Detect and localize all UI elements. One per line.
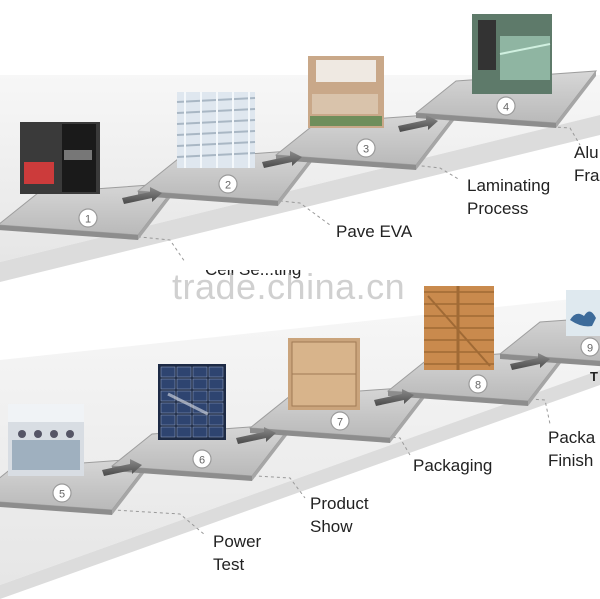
step-2-photo [177, 92, 255, 168]
step-5-label-alu-partial: Alu Fra [574, 141, 600, 187]
step-3-number: 3 [363, 144, 369, 156]
step-4-photo [472, 14, 552, 94]
step-2-number-badge: 2 [219, 175, 237, 193]
step-8-number-badge: 8 [469, 375, 487, 393]
step-5-label: Power Test [213, 530, 261, 576]
step-1-photo [20, 122, 100, 194]
step-3-label: Pave EVA [336, 220, 412, 243]
step-7-number-badge: 7 [331, 412, 349, 430]
step-9-number: 9 [587, 343, 593, 355]
step-1-number-badge: 1 [79, 209, 97, 227]
watermark: trade.china.cn [172, 266, 405, 308]
step-6-photo [158, 364, 226, 440]
step-4-number-badge: 4 [497, 97, 515, 115]
step-8-label: Packa Finish [548, 426, 595, 472]
step-4-label: Laminating Process [467, 174, 550, 220]
step-1-number: 1 [85, 214, 91, 226]
step-7-number: 7 [337, 417, 343, 429]
step-8-photo [424, 286, 494, 370]
step-5-number-badge: 5 [53, 484, 71, 502]
step-7-label: Packaging [413, 454, 492, 477]
step-7-photo [288, 338, 360, 410]
step-2-number: 2 [225, 180, 231, 192]
step-9-photo [566, 290, 600, 336]
step-9-number-badge: 9 [581, 338, 599, 356]
step-3-photo [308, 56, 384, 128]
step-6-label: Product Show [310, 492, 369, 538]
step-5-photo [8, 404, 84, 476]
step-8-number: 8 [475, 380, 481, 392]
step-3-number-badge: 3 [357, 139, 375, 157]
step-5-number: 5 [59, 489, 65, 501]
step-9-label-partial: T [590, 365, 598, 388]
step-6-number-badge: 6 [193, 450, 211, 468]
step-4-number: 4 [503, 102, 509, 114]
step-6-number: 6 [199, 455, 205, 467]
